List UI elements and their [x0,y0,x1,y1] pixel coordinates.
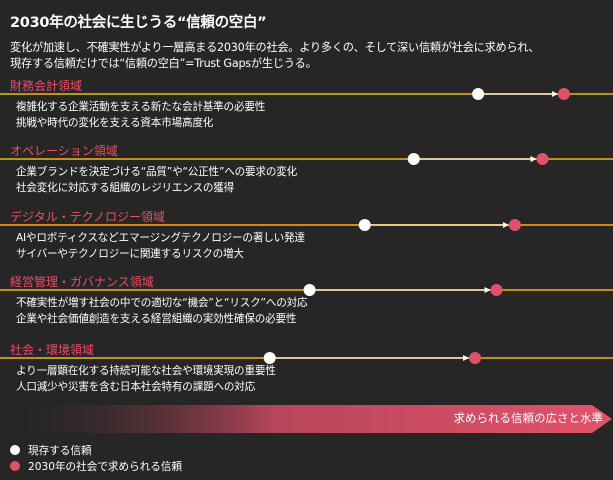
section-divider [0,224,613,226]
legend-required-label: 2030年の社会で求められる信頼 [28,461,183,473]
current-trust-marker [263,352,276,364]
required-trust-marker [508,219,521,231]
page-title: 2030年の社会に生じうる“信頼の空白” [10,15,267,31]
current-trust-marker [472,88,485,100]
scale-arrow [0,405,612,433]
section-title: 社会・環境領域 [10,343,95,357]
intro-text: 変化が加速し、不確実性がより一層高まる2030年の社会。より多くの、そして深い信… [10,40,610,72]
current-trust-marker [407,153,420,165]
gap-arrowhead [551,91,558,97]
section-bullets: 複雑化する企業活動を支える新たな会計基準の必要性 挑戦や時代の変化を支える資本市… [16,99,265,131]
gap-arrowhead [463,355,470,361]
trust-gap-indicator [407,153,549,165]
required-trust-marker [557,88,570,100]
trust-gap-indicator [358,219,521,231]
trust-gap-indicator [263,352,482,364]
bullet-item: AIやロボティクスなどエマージングテクノロジーの著しい発達 [16,232,305,244]
bullet-item: 挑戦や時代の変化を支える資本市場高度化 [16,117,214,129]
required-trust-marker [490,284,503,296]
legend-current: 現存する信頼 [10,443,92,458]
bullet-item: より一層顕在化する持続可能な社会や環境実現の重要性 [16,365,276,377]
bullet-item: サイバーやテクノロジーに関連するリスクの増大 [16,248,244,260]
trust-gap-indicator [472,88,570,100]
section-title: オペレーション領域 [10,144,118,158]
bullet-item: 企業ブランドを決定づける“品質”や“公正性”への要求の変化 [16,166,297,178]
required-trust-marker [536,153,549,165]
gap-arrowhead [484,287,491,293]
white-dot-icon [10,445,20,455]
bullet-item: 不確実性が増す社会の中での適切な“機会”と“リスク”への対応 [16,297,308,309]
scale-arrow-label: 求められる信頼の広さと水準 [453,411,604,425]
gap-arrowhead [502,222,509,228]
section-bullets: 企業ブランドを決定づける“品質”や“公正性”への要求の変化 社会変化に対応する組… [16,164,297,196]
current-trust-marker [358,219,371,231]
current-trust-marker [303,284,316,296]
required-trust-marker [469,352,482,364]
section-title: 財務会計領域 [10,79,83,93]
trust-gap-indicator [303,284,503,296]
section-bullets: AIやロボティクスなどエマージングテクノロジーの著しい発達 サイバーやテクノロジ… [16,230,305,262]
legend-current-label: 現存する信頼 [28,445,92,457]
section-divider [0,158,613,160]
section-divider [0,93,613,95]
section-bullets: より一層顕在化する持続可能な社会や環境実現の重要性 人口減少や災害を含む日本社会… [16,363,276,395]
intro-line-1: 変化が加速し、不確実性がより一層高まる2030年の社会。より多くの、そして深い信… [10,41,540,54]
legend-required: 2030年の社会で求められる信頼 [10,459,182,474]
bullet-item: 人口減少や災害を含む日本社会特有の課題への対応 [16,381,256,393]
gap-arrowhead [530,156,537,162]
intro-line-2: 現存する信頼だけでは“信頼の空白”=Trust Gapsが生じうる。 [10,57,317,70]
section-title: デジタル・テクノロジー領域 [10,210,166,224]
pink-dot-icon [10,461,20,471]
bullet-item: 社会変化に対応する組織のレジリエンスの獲得 [16,182,235,194]
bullet-item: 複雑化する企業活動を支える新たな会計基準の必要性 [16,101,266,113]
section-bullets: 不確実性が増す社会の中での適切な“機会”と“リスク”への対応 企業や社会価値創造… [16,295,308,327]
section-title: 経営管理・ガバナンス領域 [10,275,154,289]
bullet-item: 企業や社会価値創造を支える経営組織の実効性確保の必要性 [16,313,297,325]
